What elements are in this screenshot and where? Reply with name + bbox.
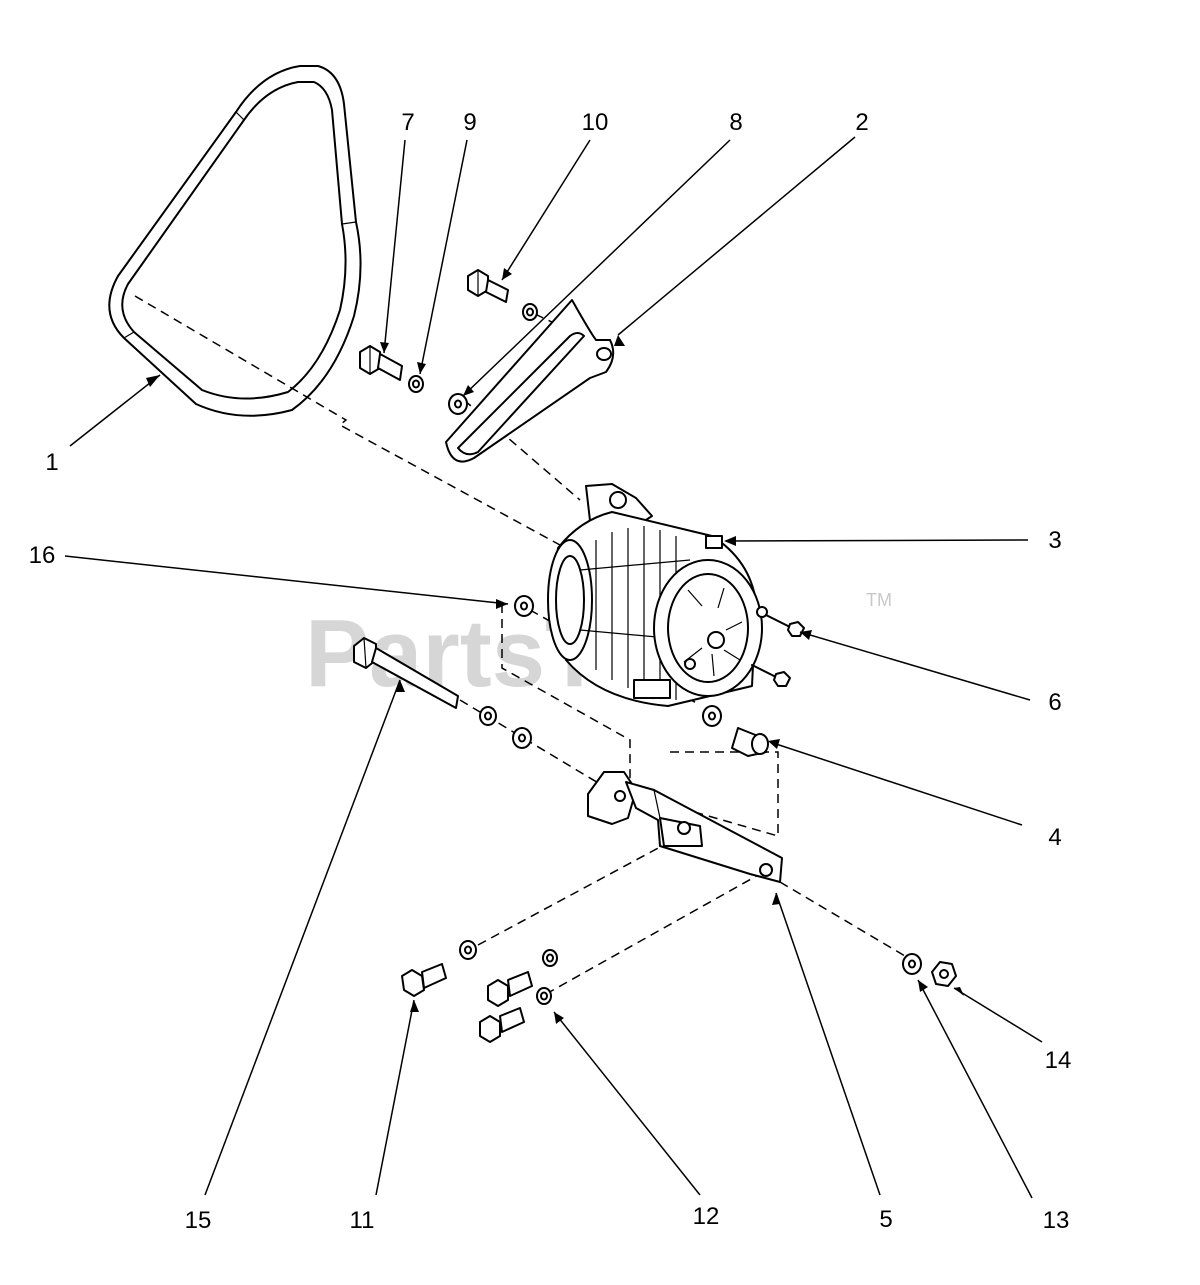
callout-1: 1 xyxy=(45,449,58,476)
callout-11: 11 xyxy=(350,1207,375,1234)
callout-8: 8 xyxy=(729,109,742,136)
watermark-trademark: TM xyxy=(866,590,892,610)
bolt-icon xyxy=(359,345,403,381)
lock-washer-icon xyxy=(536,987,552,1005)
callout-13: 13 xyxy=(1043,1207,1070,1234)
callout-15: 15 xyxy=(185,1207,212,1234)
callout-3: 3 xyxy=(1048,527,1061,554)
lock-washer-icon xyxy=(408,375,424,393)
hex-nut-icon xyxy=(931,961,957,987)
callout-5: 5 xyxy=(879,1206,892,1233)
flat-washer-icon xyxy=(512,727,532,749)
flat-washer-icon xyxy=(902,953,922,975)
callout-14: 14 xyxy=(1045,1047,1072,1074)
lock-washer-icon xyxy=(522,303,538,321)
bolt-icon xyxy=(487,971,533,1007)
callout-6: 6 xyxy=(1048,689,1061,716)
flat-washer-icon xyxy=(702,705,722,727)
flat-washer-icon xyxy=(514,595,534,617)
bolt-icon xyxy=(401,963,447,997)
callout-12: 12 xyxy=(693,1203,720,1230)
flat-washer-icon xyxy=(448,393,468,415)
lock-washer-icon xyxy=(542,949,558,967)
callout-4: 4 xyxy=(1048,824,1061,851)
lock-washer-icon xyxy=(479,706,497,726)
leader-lines xyxy=(64,136,1043,1199)
alternator-icon xyxy=(547,483,763,707)
bolt-icon xyxy=(479,1007,525,1043)
mounting-bracket-icon xyxy=(587,771,783,883)
spacer-icon xyxy=(731,727,769,757)
long-bolt-icon xyxy=(353,637,459,709)
callout-2: 2 xyxy=(855,109,868,136)
terminal-nut-icon xyxy=(751,606,805,687)
callout-labels: 1 2 3 4 5 6 7 8 9 10 11 12 13 14 15 16 xyxy=(29,109,1072,1234)
callout-7: 7 xyxy=(401,109,414,136)
callout-10: 10 xyxy=(582,109,609,136)
v-belt-icon xyxy=(108,65,362,417)
callout-16: 16 xyxy=(29,542,56,569)
callout-9: 9 xyxy=(463,109,476,136)
bolt-icon xyxy=(467,269,509,303)
leader-arrowheads xyxy=(146,268,964,1024)
adjusting-strap-icon xyxy=(445,299,615,463)
lock-washer-icon xyxy=(459,940,477,960)
